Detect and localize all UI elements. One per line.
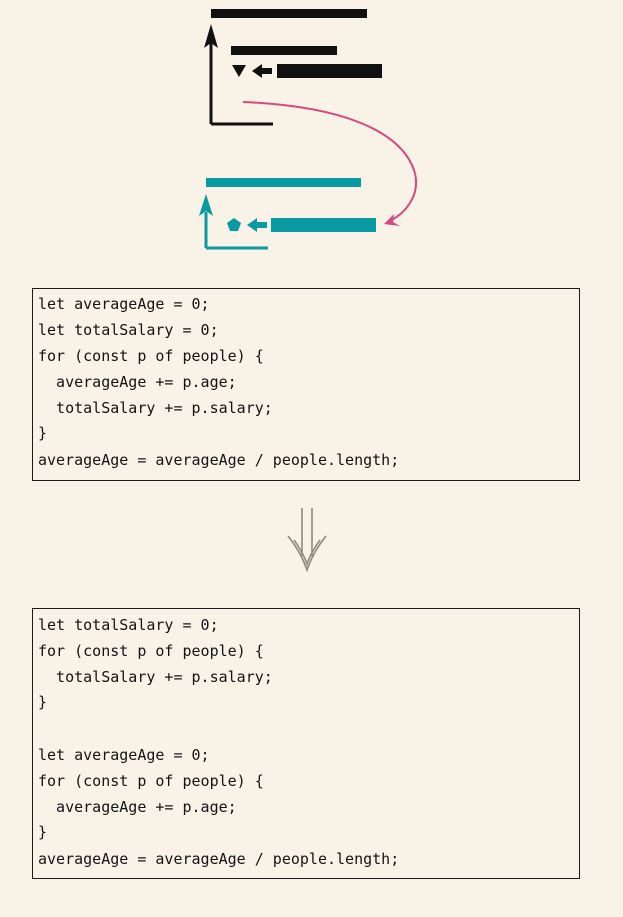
- before-inner-bar: [231, 46, 337, 55]
- code-line: let totalSalary = 0;: [38, 321, 219, 339]
- code-line: let averageAge = 0;: [38, 295, 210, 313]
- before-top-bar: [211, 9, 367, 18]
- before-second-bar: [277, 64, 382, 78]
- code-line: for (const p of people) {: [38, 642, 264, 660]
- refactoring-diagram: [199, 9, 417, 250]
- after-loop-bracket: [204, 212, 268, 250]
- before-loop-bracket: [209, 36, 273, 126]
- code-line: totalSalary += p.salary;: [38, 399, 273, 417]
- code-line: }: [38, 823, 48, 841]
- code-line: averageAge += p.age;: [38, 373, 237, 391]
- connector-arrowhead-icon: [384, 214, 400, 226]
- code-line: totalSalary += p.salary;: [38, 668, 273, 686]
- code-line: for (const p of people) {: [38, 347, 264, 365]
- before-left-arrow-icon: [252, 64, 272, 78]
- after-structure: [199, 178, 376, 250]
- double-arrow-down-icon: [287, 508, 327, 572]
- code-line: averageAge = averageAge / people.length;: [38, 451, 400, 469]
- code-block-before: let averageAge = 0; let totalSalary = 0;…: [32, 288, 580, 481]
- code-line: for (const p of people) {: [38, 772, 264, 790]
- pentagon-icon: [227, 218, 241, 231]
- code-line: let totalSalary = 0;: [38, 616, 219, 634]
- triangle-down-icon: [232, 65, 246, 77]
- code-line: averageAge += p.age;: [38, 798, 237, 816]
- after-left-arrow-icon: [247, 218, 267, 232]
- before-up-arrow-icon: [204, 24, 218, 48]
- code-block-after: let totalSalary = 0; for (const p of peo…: [32, 608, 580, 879]
- code-line: let averageAge = 0;: [38, 746, 210, 764]
- code-line: }: [38, 424, 48, 442]
- code-line: averageAge = averageAge / people.length;: [38, 850, 400, 868]
- after-top-bar: [206, 178, 361, 187]
- before-structure: [204, 9, 382, 126]
- after-second-bar: [271, 218, 376, 232]
- code-line: }: [38, 693, 48, 711]
- after-up-arrow-icon: [199, 194, 213, 216]
- connector-arrow: [242, 101, 417, 226]
